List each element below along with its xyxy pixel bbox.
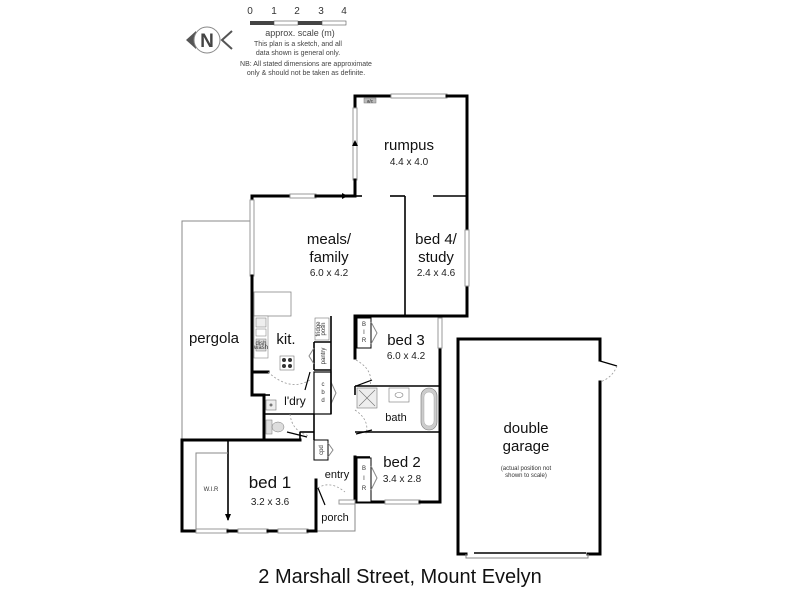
kitchen-bench [253, 291, 292, 317]
nb-line2: only & should not be taken as definite. [247, 70, 365, 77]
bed3-name: bed 3 [387, 332, 425, 349]
rumpus-room: a/c rumpus 4.4 x 4.0 [352, 93, 469, 318]
linen-label-c: c [322, 382, 325, 388]
meals-family-room: meals/ family 6.0 x 4.2 [249, 193, 406, 318]
coat-cupboard-label: cpd [319, 445, 325, 455]
pantry-label: pantry [321, 348, 327, 365]
double-garage: double garage (actual position not shown… [456, 337, 618, 559]
garage-name-2: garage [503, 438, 550, 455]
bed2-dims: 3.4 x 2.8 [383, 474, 422, 485]
linen-label-b: b [321, 390, 325, 396]
porch-name: porch [321, 512, 349, 524]
rumpus-name: rumpus [384, 137, 434, 154]
bed3-bir-b: B [362, 322, 366, 328]
disclaimer-line1: This plan is a sketch, and all [254, 41, 342, 48]
hallway-walls [250, 370, 332, 440]
porch-area: porch [315, 502, 356, 532]
laundry-room: l'dry [262, 393, 314, 442]
scale-tick-3: 3 [318, 6, 324, 17]
bed4-name-1: bed 4/ [415, 231, 458, 248]
bed1-name: bed 1 [249, 473, 292, 492]
sink-icon [255, 317, 267, 328]
bed2-name: bed 2 [383, 454, 421, 471]
ac-label: a/c [367, 99, 374, 104]
scale-tick-4: 4 [341, 6, 347, 17]
linen-label-d: d [321, 398, 324, 404]
dishwasher-icon [255, 338, 267, 352]
bath-room: bath [354, 384, 442, 435]
scale-tick-2: 2 [294, 6, 300, 17]
garage-note-1: (actual position not [501, 466, 552, 472]
meals-family-dims: 6.0 x 4.2 [310, 268, 349, 279]
property-address: 2 Marshall Street, Mount Evelyn [258, 566, 542, 588]
laundry-name: l'dry [284, 394, 306, 408]
bed2-bir-r: R [362, 486, 367, 492]
scale-tick-0: 0 [247, 6, 253, 17]
bed3-bir-i: I [363, 330, 365, 336]
dishwasher-label-2: wash [253, 345, 268, 351]
bed3-dims: 6.0 x 4.2 [387, 351, 426, 362]
disclaimer-line2: data shown is general only. [256, 50, 340, 57]
kitchen-room: dish wash kit. fridge posn pantry [250, 314, 332, 391]
bed4-study-room: bed 4/ study 2.4 x 4.6 [403, 229, 470, 318]
basin-icon [394, 392, 404, 398]
dishwasher-label-1: dish [255, 341, 266, 347]
cooktop-icon [279, 355, 295, 371]
bed4-dims: 2.4 x 4.6 [417, 268, 456, 279]
meals-family-name-2: family [309, 249, 349, 266]
bed2-room: B I R bed 2 3.4 x 2.8 [353, 430, 442, 505]
garage-name-1: double [503, 420, 548, 437]
linen-cupboard: c b d [313, 371, 337, 415]
fridge-label-2: posn [321, 322, 327, 335]
meals-family-name-1: meals/ [307, 231, 352, 248]
entry-hall: cpd entry [313, 439, 356, 506]
bed2-bir-i: I [363, 476, 365, 482]
bed3-room: B I R bed 3 6.0 x 4.2 [353, 314, 443, 388]
entry-name: entry [325, 469, 350, 481]
compass-label: N [200, 31, 214, 52]
toilet-icon [271, 421, 285, 433]
wir-label: W.I.R [204, 487, 219, 493]
kitchen-name: kit. [276, 331, 295, 348]
scale-label: approx. scale (m) [265, 28, 335, 38]
pergola-area [181, 220, 252, 440]
bed4-name-2: study [418, 249, 454, 266]
compass-icon: N [186, 26, 233, 54]
scale-tick-1: 1 [271, 6, 277, 17]
fridge-label-1: fridge [316, 321, 322, 337]
garage-note-2: shown to scale) [505, 473, 547, 479]
bed1-room: W.I.R bed 1 3.2 x 3.6 [180, 432, 318, 534]
scale-bar: 0 1 2 3 4 approx. scale (m) [247, 6, 347, 38]
nb-line1: NB: All stated dimensions are approximat… [240, 61, 372, 68]
pergola-name: pergola [189, 330, 240, 347]
bath-name: bath [385, 412, 406, 424]
bed3-bir-r: R [362, 338, 367, 344]
fridge-position [314, 317, 330, 341]
bed2-bir-b: B [362, 466, 366, 472]
bed1-dims: 3.2 x 3.6 [251, 497, 290, 508]
rumpus-dims: 4.4 x 4.0 [390, 157, 429, 168]
